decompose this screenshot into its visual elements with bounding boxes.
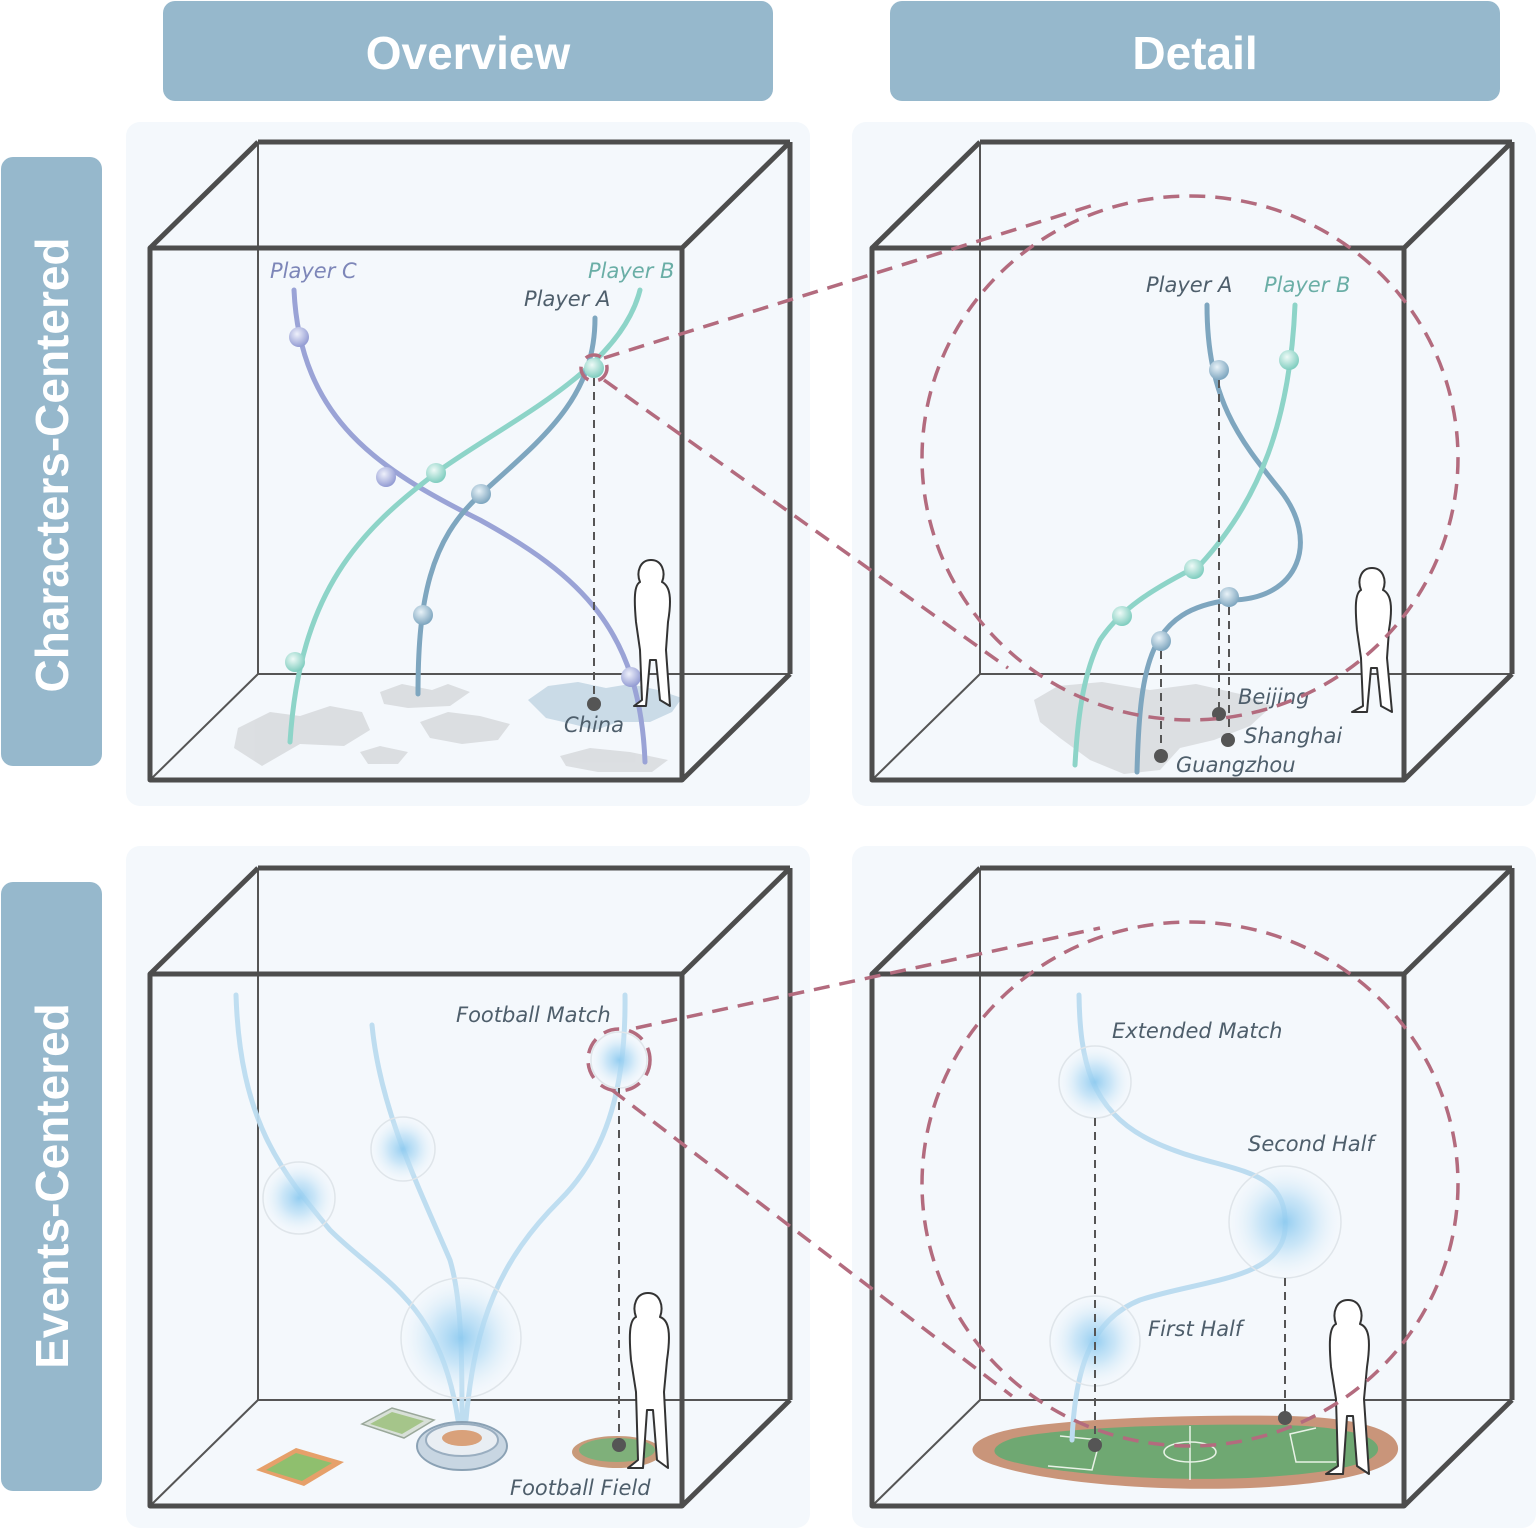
event-bead [376,467,396,487]
event-bead [1151,631,1171,651]
label-guangzhou: Guangzhou [1176,753,1296,777]
event-bead [1112,606,1132,626]
zoom-indicator-events [586,920,1460,1448]
label-football-match: Football Match [456,1003,611,1027]
player-c-line [291,287,648,765]
label-football-field: Football Field [510,1476,651,1500]
player-b-line-detail [1072,302,1298,768]
column-header-overview-label: Overview [366,27,571,79]
label-second-half: Second Half [1248,1132,1377,1156]
american-football-field-icon [256,1448,344,1486]
event-bead [584,358,604,378]
label-player-c: Player C [270,259,357,283]
china-map-detail [1034,682,1272,774]
location-point [587,697,601,711]
event-bead [1219,587,1239,607]
event-bead [289,327,309,347]
stadium-icon [416,1421,508,1471]
column-header-detail-label: Detail [1132,27,1257,79]
column-header-detail: Detail [890,1,1500,101]
cube-characters-overview: Player C Player B Player A China [147,139,793,783]
tennis-court-icon [360,1407,436,1439]
label-player-b: Player B [588,259,674,283]
location-point-guangzhou [1154,749,1168,763]
label-beijing: Beijing [1238,685,1309,709]
event-node [400,1277,522,1399]
column-header-overview: Overview [163,1,773,101]
person-icon [1351,567,1393,713]
location-point [1278,1411,1292,1425]
person-icon [633,559,671,707]
event-bead [1209,360,1229,380]
cube-characters-detail: Player A Player B Beijing Shanghai Guang… [869,139,1515,783]
row-header-characters-label: Characters-Centered [26,237,78,692]
zoom-indicator-characters [579,194,1460,722]
event-node-second-half [1228,1165,1342,1279]
row-header-characters: Characters-Centered [1,157,102,766]
label-extended-match: Extended Match [1112,1019,1283,1043]
location-point [1088,1438,1102,1452]
event-node [262,1161,336,1235]
label-location-china: China [564,713,624,737]
player-a-line-detail [1134,302,1303,775]
map-regions [234,684,668,772]
football-pitch [972,1415,1399,1489]
label-player-b-detail: Player B [1264,273,1350,297]
event-bead [426,463,446,483]
event-bead [621,667,641,687]
row-header-events: Events-Centered [1,882,102,1491]
person-icon [627,1292,670,1469]
event-node-extended-match [1058,1045,1132,1119]
cube-events-overview: Football Match Football Field [147,865,793,1509]
event-bead [1184,559,1204,579]
location-point-shanghai [1221,733,1235,747]
label-player-a-detail: Player A [1146,273,1232,297]
label-first-half: First Half [1148,1317,1246,1341]
person-icon [1325,1299,1370,1475]
event-bead [471,484,491,504]
event-node-football-match [590,1031,648,1089]
label-shanghai: Shanghai [1244,724,1342,748]
label-player-a: Player A [524,287,610,311]
location-point [612,1438,626,1452]
event-bead [413,605,433,625]
event-bead [1279,350,1299,370]
cube-events-detail: Extended Match Second Half First Half [869,865,1515,1509]
event-bead [285,652,305,672]
event-node [370,1116,436,1182]
row-header-events-label: Events-Centered [26,1003,78,1369]
